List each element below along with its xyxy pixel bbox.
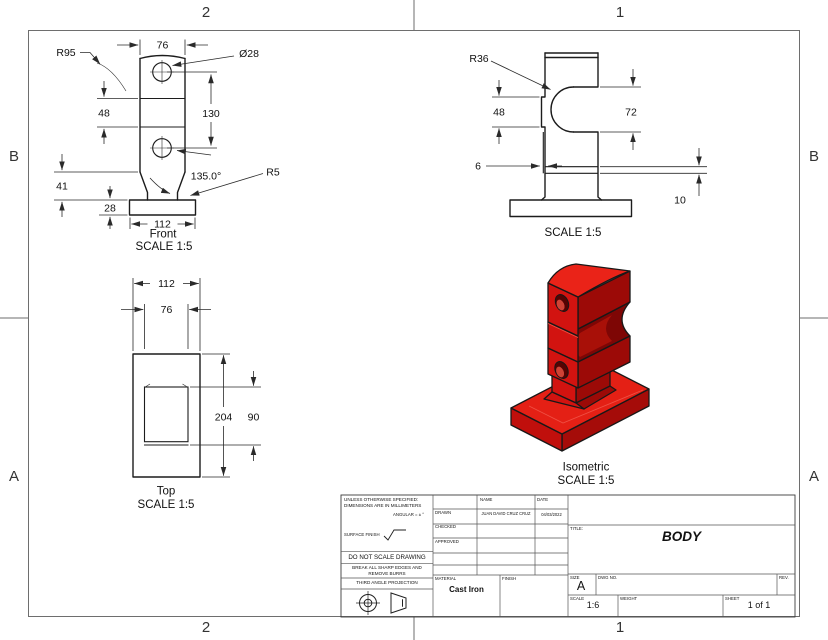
- front-view-scale: SCALE 1:5: [136, 241, 193, 253]
- top-view: 112 76 204 90 Top SCALE 1:5: [121, 278, 261, 511]
- deburr-note-line2: REMOVE BURRS: [368, 571, 406, 576]
- angular-note: ANGULAR = ± °: [393, 512, 424, 517]
- finish-label: FINISH: [502, 575, 517, 581]
- dim-top-inner-width: 76: [161, 304, 173, 316]
- do-not-scale-note: DO NOT SCALE DRAWING: [348, 554, 426, 561]
- iso-flare-front-face: [543, 391, 585, 410]
- size-label: SIZE: [570, 574, 580, 580]
- date-header: DATE: [537, 496, 549, 502]
- dim-front-hole-dia: Ø28: [239, 48, 259, 60]
- top-view-scale: SCALE 1:5: [138, 499, 195, 511]
- title-value: BODY: [661, 529, 701, 544]
- deburr-note-line1: BREAK ALL SHARP EDGES AND: [352, 565, 422, 570]
- dim-front-band: 48: [98, 108, 110, 120]
- rev-label: REV.: [779, 574, 789, 580]
- size-value: A: [576, 578, 586, 593]
- iso-lower-hole: [554, 361, 569, 379]
- surface-finish-icon: [383, 529, 406, 541]
- iso-arch-top-face: [547, 263, 631, 298]
- zone-label-bottom-2: 2: [201, 619, 211, 636]
- surface-finish-label: SURFACE FINISH: [344, 532, 380, 537]
- dim-top-outer-depth: 204: [215, 412, 233, 424]
- zone-label-right-b: B: [808, 148, 819, 165]
- dim-front-top-radius: R95: [56, 47, 75, 59]
- side-view-scale: SCALE 1:5: [545, 227, 602, 239]
- scale-value: 1:6: [586, 600, 600, 610]
- iso-view-label: Isometric: [563, 462, 610, 474]
- weight-label: WEIGHT: [620, 595, 638, 601]
- dim-side-wall: 6: [475, 161, 481, 173]
- dim-side-band: 48: [493, 107, 505, 119]
- dim-side-step: 10: [674, 195, 686, 207]
- dim-top-inner-depth: 90: [248, 412, 260, 424]
- dim-front-hole-spacing: 130: [202, 108, 220, 120]
- approved-label: APPROVED: [435, 538, 459, 544]
- sheet-label: SHEET: [725, 595, 740, 601]
- dim-front-base-width: 112: [154, 219, 171, 231]
- zone-label-top-2: 2: [201, 4, 211, 21]
- title-block-grid: [340, 494, 796, 618]
- projection-label: THIRD ANGLE PROJECTION: [356, 580, 418, 585]
- dwg-no-label: DWG NO.: [598, 574, 618, 580]
- tolerance-note-line2: DIMENSIONS ARE IN MILLIMETERS: [344, 503, 422, 508]
- dim-side-notch-height: 72: [625, 107, 637, 119]
- dim-front-base-height: 28: [104, 203, 116, 215]
- drawn-label: DRAWN: [435, 509, 452, 515]
- material-label: MATERIAL: [435, 575, 457, 581]
- zone-label-top-1: 1: [615, 4, 625, 21]
- sheet-value: 1 of 1: [747, 600, 771, 610]
- third-angle-projection-icon: [356, 591, 407, 615]
- drawn-name-value: JUAN DAVID CRUZ CRUZ: [481, 511, 531, 516]
- title-label: TITLE:: [570, 525, 583, 531]
- dim-side-notch-radius: R36: [469, 53, 488, 65]
- zone-label-bottom-1: 1: [615, 619, 625, 636]
- tolerance-note-line1: UNLESS OTHERWISE SPECIFIED:: [344, 497, 419, 502]
- front-view-label: Front: [150, 229, 178, 241]
- iso-upper-hole: [554, 294, 570, 312]
- material-value: Cast Iron: [449, 585, 484, 594]
- front-view: 76 Ø28 R95 130 48 41 28 112: [54, 39, 280, 253]
- zone-label-left-b: B: [8, 148, 19, 165]
- zone-label-left-a: A: [8, 468, 19, 485]
- iso-view-scale: SCALE 1:5: [558, 475, 615, 487]
- isometric-view: Isometric SCALE 1:5: [510, 263, 650, 487]
- dim-front-angle: 135.0°: [191, 171, 221, 183]
- side-view: R36 48 72 6 10 SCALE 1:5: [469, 52, 707, 239]
- zone-label-right-a: A: [808, 468, 819, 485]
- checked-label: CHECKED: [435, 524, 457, 529]
- dim-front-fillet: R5: [266, 167, 280, 179]
- scale-label: SCALE: [570, 595, 585, 601]
- dim-front-stem: 41: [56, 181, 68, 193]
- drawn-date-value: 04/03/2022: [541, 511, 562, 517]
- dim-front-width: 76: [157, 40, 169, 52]
- top-view-label: Top: [157, 486, 176, 498]
- dim-top-outer-width: 112: [158, 278, 175, 290]
- name-header: NAME: [480, 496, 493, 502]
